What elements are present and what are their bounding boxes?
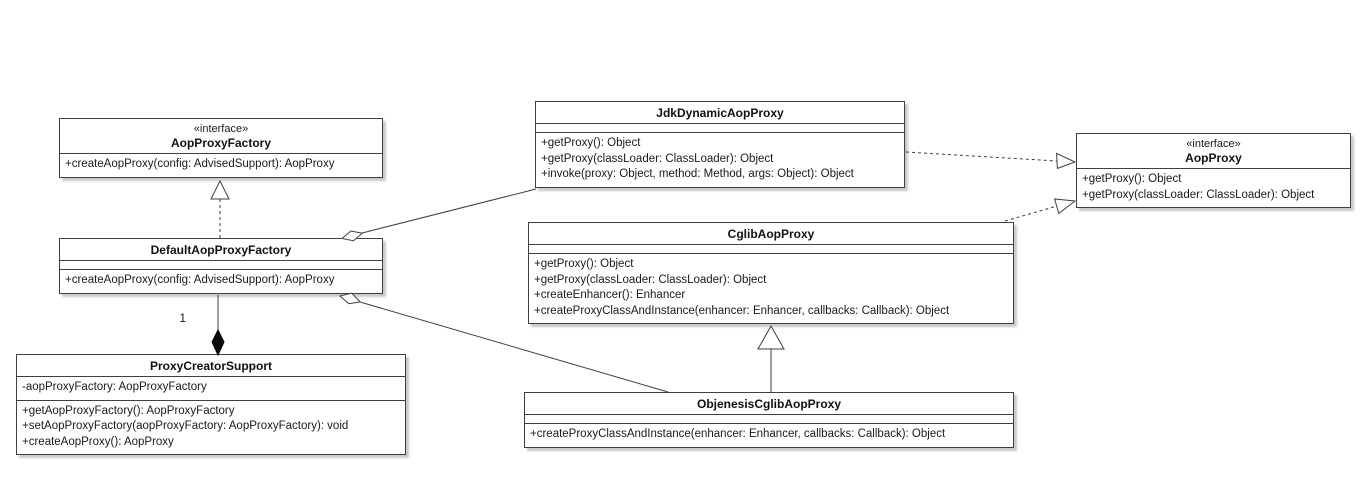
- stereotype-label: «interface»: [1186, 138, 1241, 150]
- methods-compartment: +getProxy(): Object +getProxy(classLoade…: [1077, 168, 1350, 207]
- class-header: «interface» AopProxy: [1077, 134, 1350, 168]
- class-name: ProxyCreatorSupport: [149, 359, 273, 373]
- methods-compartment: +getProxy(): Object +getProxy(classLoade…: [536, 132, 904, 187]
- method-row: +invoke(proxy: Object, method: Method, a…: [541, 168, 854, 180]
- class-name: AopProxy: [1185, 151, 1242, 165]
- class-box-default-aop-proxy-factory: DefaultAopProxyFactory +createAopProxy(c…: [59, 238, 383, 294]
- methods-compartment: +createProxyClassAndInstance(enhancer: E…: [525, 423, 1013, 447]
- methods-compartment: +getProxy(): Object +getProxy(classLoade…: [529, 253, 1013, 323]
- hollow-triangle-icon: [1056, 152, 1077, 170]
- methods-compartment: +createAopProxy(config: AdvisedSupport):…: [60, 153, 382, 177]
- class-name: CglibAopProxy: [727, 227, 815, 241]
- method-row: +createAopProxy(config: AdvisedSupport):…: [65, 158, 335, 170]
- method-row: +getProxy(classLoader: ClassLoader): Obj…: [541, 152, 774, 165]
- class-header: CglibAopProxy: [529, 223, 1013, 244]
- method-row: +setAopProxyFactory(aopProxyFactory: Aop…: [22, 420, 349, 432]
- method-row: +getProxy(): Object: [541, 137, 641, 149]
- class-name: JdkDynamicAopProxy: [656, 106, 784, 120]
- attributes-compartment-empty: [529, 244, 1013, 253]
- methods-compartment: +getAopProxyFactory(): AopProxyFactory +…: [17, 399, 405, 455]
- hollow-triangle-icon: [1053, 198, 1077, 215]
- composition-default-to-proxycreatorsupport: 1: [179, 295, 225, 357]
- class-box-aop-proxy: «interface» AopProxy +getProxy(): Object…: [1076, 133, 1351, 208]
- class-name: DefaultAopProxyFactory: [150, 243, 292, 257]
- method-row: +createAopProxy(): AopProxy: [22, 435, 174, 448]
- attributes-compartment-empty: [60, 260, 382, 269]
- realization-jdk-to-aopproxy: [905, 151, 1077, 170]
- realization-cglib-to-aopproxy: [1004, 198, 1077, 222]
- class-header: ProxyCreatorSupport: [17, 355, 405, 376]
- class-box-jdk-dynamic-aop-proxy: JdkDynamicAopProxy +getProxy(): Object +…: [535, 101, 905, 188]
- method-row: +createAopProxy(config: AdvisedSupport):…: [65, 274, 335, 286]
- method-row: +createProxyClassAndInstance(enhancer: E…: [534, 304, 950, 317]
- class-box-aop-proxy-factory: «interface» AopProxyFactory +createAopPr…: [59, 118, 383, 178]
- method-row: +getProxy(classLoader: ClassLoader): Obj…: [1082, 188, 1315, 201]
- multiplicity-label: 1: [179, 311, 186, 325]
- class-header: «interface» AopProxyFactory: [60, 119, 382, 153]
- class-name: AopProxyFactory: [170, 136, 272, 150]
- attribute-row: -aopProxyFactory: AopProxyFactory: [22, 381, 207, 393]
- filled-diamond-icon: [211, 328, 225, 357]
- hollow-triangle-icon: [210, 179, 230, 200]
- method-row: +createEnhancer(): Enhancer: [534, 289, 686, 301]
- methods-compartment: +createAopProxy(config: AdvisedSupport):…: [60, 269, 382, 293]
- attributes-compartment-empty: [536, 123, 904, 132]
- hollow-triangle-icon: [757, 324, 785, 350]
- class-box-objenesis-cglib-aop-proxy: ObjenesisCglibAopProxy +createProxyClass…: [524, 392, 1014, 448]
- class-header: JdkDynamicAopProxy: [536, 102, 904, 123]
- generalization-objenesis-to-cglib: [757, 324, 785, 392]
- hollow-diamond-icon: [338, 292, 362, 305]
- method-row: +createProxyClassAndInstance(enhancer: E…: [530, 428, 946, 440]
- class-box-proxy-creator-support: ProxyCreatorSupport -aopProxyFactory: Ao…: [16, 354, 406, 455]
- method-row: +getAopProxyFactory(): AopProxyFactory: [22, 404, 235, 417]
- class-header: ObjenesisCglibAopProxy: [525, 393, 1013, 414]
- attributes-compartment: -aopProxyFactory: AopProxyFactory: [17, 376, 405, 400]
- stereotype-label: «interface»: [193, 123, 249, 135]
- aggregation-default-to-jdkdynamicaopproxy: [340, 188, 537, 242]
- class-box-cglib-aop-proxy: CglibAopProxy +getProxy(): Object +getPr…: [528, 222, 1014, 324]
- class-header: DefaultAopProxyFactory: [60, 239, 382, 260]
- method-row: +getProxy(): Object: [534, 258, 634, 270]
- attributes-compartment-empty: [525, 414, 1013, 423]
- realization-default-to-aopproxyfactory: [210, 179, 230, 238]
- method-row: +getProxy(): Object: [1082, 173, 1182, 185]
- method-row: +getProxy(classLoader: ClassLoader): Obj…: [534, 273, 767, 286]
- class-name: ObjenesisCglibAopProxy: [696, 397, 842, 411]
